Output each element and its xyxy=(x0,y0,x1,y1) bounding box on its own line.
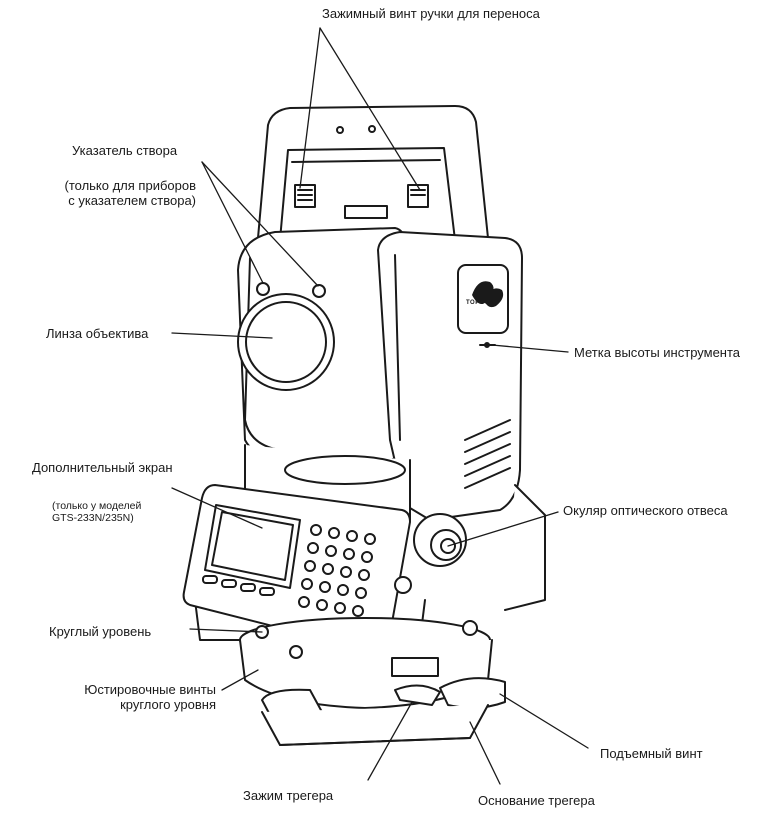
label-level-adjust-screws: Юстировочные винты круглого уровня xyxy=(84,682,216,712)
leveling-screw-right xyxy=(439,677,506,709)
label-tribrach-clamp: Зажим трегера xyxy=(243,788,334,803)
label-display-note: (только у моделей GTS-233N/235N) xyxy=(52,500,142,524)
carrying-handle xyxy=(257,105,489,241)
label-instrument-height-mark: Метка высоты инструмента xyxy=(574,345,741,360)
label-circular-level: Круглый уровень xyxy=(49,624,152,639)
right-standard xyxy=(377,231,546,611)
level-adjust-screw-2 xyxy=(289,645,303,659)
keyboard-panel xyxy=(182,484,411,654)
label-tribrach-base: Основание трегера xyxy=(478,793,595,808)
circular-level xyxy=(462,620,478,636)
label-handle-clamp: Зажимный винт ручки для переноса xyxy=(322,6,540,21)
tribrach xyxy=(239,617,506,746)
label-additional-display: Дополнительный экран xyxy=(32,460,173,475)
collimator-left xyxy=(256,282,270,296)
telescope-housing xyxy=(237,227,406,468)
label-objective-lens: Линза объектива xyxy=(46,326,149,341)
leader-lines xyxy=(171,27,589,785)
plummet-eyepiece xyxy=(394,513,467,594)
label-collimator-note: (только для приборов с указателем створа… xyxy=(64,178,196,208)
objective-lens xyxy=(245,301,327,383)
brand-logo-text: TOPCON xyxy=(466,300,495,306)
keypad xyxy=(298,524,376,617)
collimator-right xyxy=(312,284,326,298)
label-optical-plummet: Окуляр оптического отвеса xyxy=(563,503,728,518)
tribrach-clamp xyxy=(394,684,441,706)
label-leveling-screw: Подъемный винт xyxy=(600,746,703,761)
label-sighting-collimator: Указатель створа xyxy=(72,143,178,158)
